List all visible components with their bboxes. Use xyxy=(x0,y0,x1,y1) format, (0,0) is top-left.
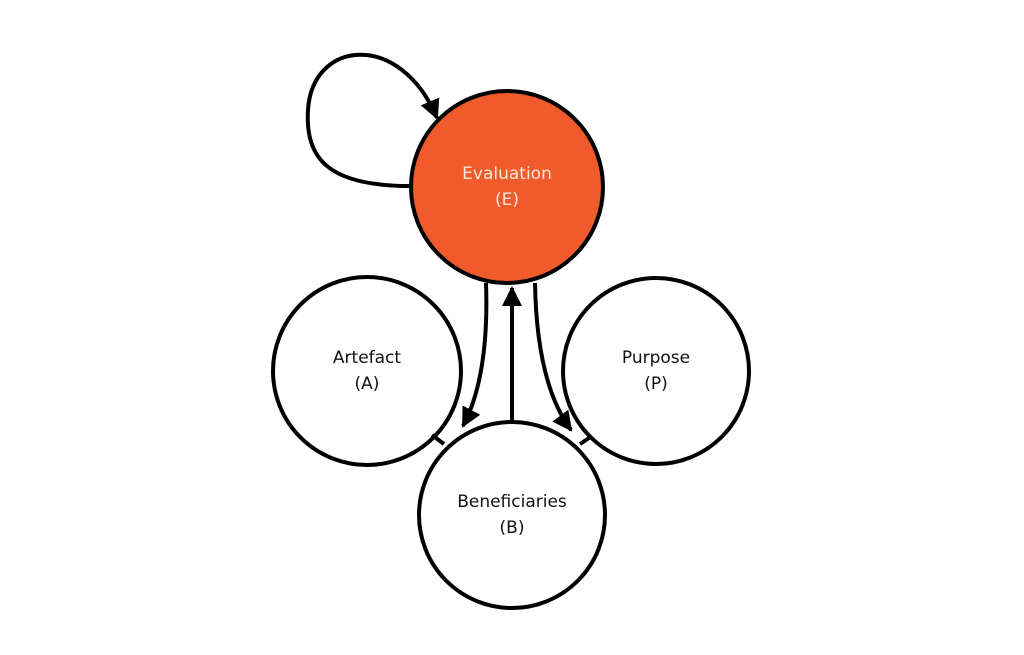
purpose-name: Purpose xyxy=(621,348,691,368)
node-beneficiaries xyxy=(417,420,607,610)
purpose-label: Purpose (P) xyxy=(561,345,751,397)
beneficiaries-abbr: (B) xyxy=(499,518,525,538)
purpose-abbr: (P) xyxy=(644,374,668,394)
evaluation-abbr: (E) xyxy=(494,190,519,210)
evaluation-name: Evaluation xyxy=(462,164,552,184)
artefact-label: Artefact (A) xyxy=(272,345,462,397)
node-artefact xyxy=(271,275,463,467)
self-loop-arrow xyxy=(305,52,440,188)
beneficiaries-label: Beneficiaries (B) xyxy=(417,489,607,541)
arrow-evaluation-to-beneficiaries-left xyxy=(461,282,489,428)
artefact-abbr: (A) xyxy=(354,374,380,394)
arrow-evaluation-to-beneficiaries-right xyxy=(533,282,573,432)
evaluation-label: Evaluation (E) xyxy=(412,161,602,213)
connector-purpose-beneficiaries xyxy=(578,434,594,446)
node-evaluation xyxy=(409,89,605,285)
node-purpose xyxy=(561,276,751,466)
beneficiaries-name: Beneficiaries xyxy=(457,492,567,512)
connector-artefact-beneficiaries xyxy=(430,433,446,446)
artefact-name: Artefact xyxy=(332,348,402,368)
